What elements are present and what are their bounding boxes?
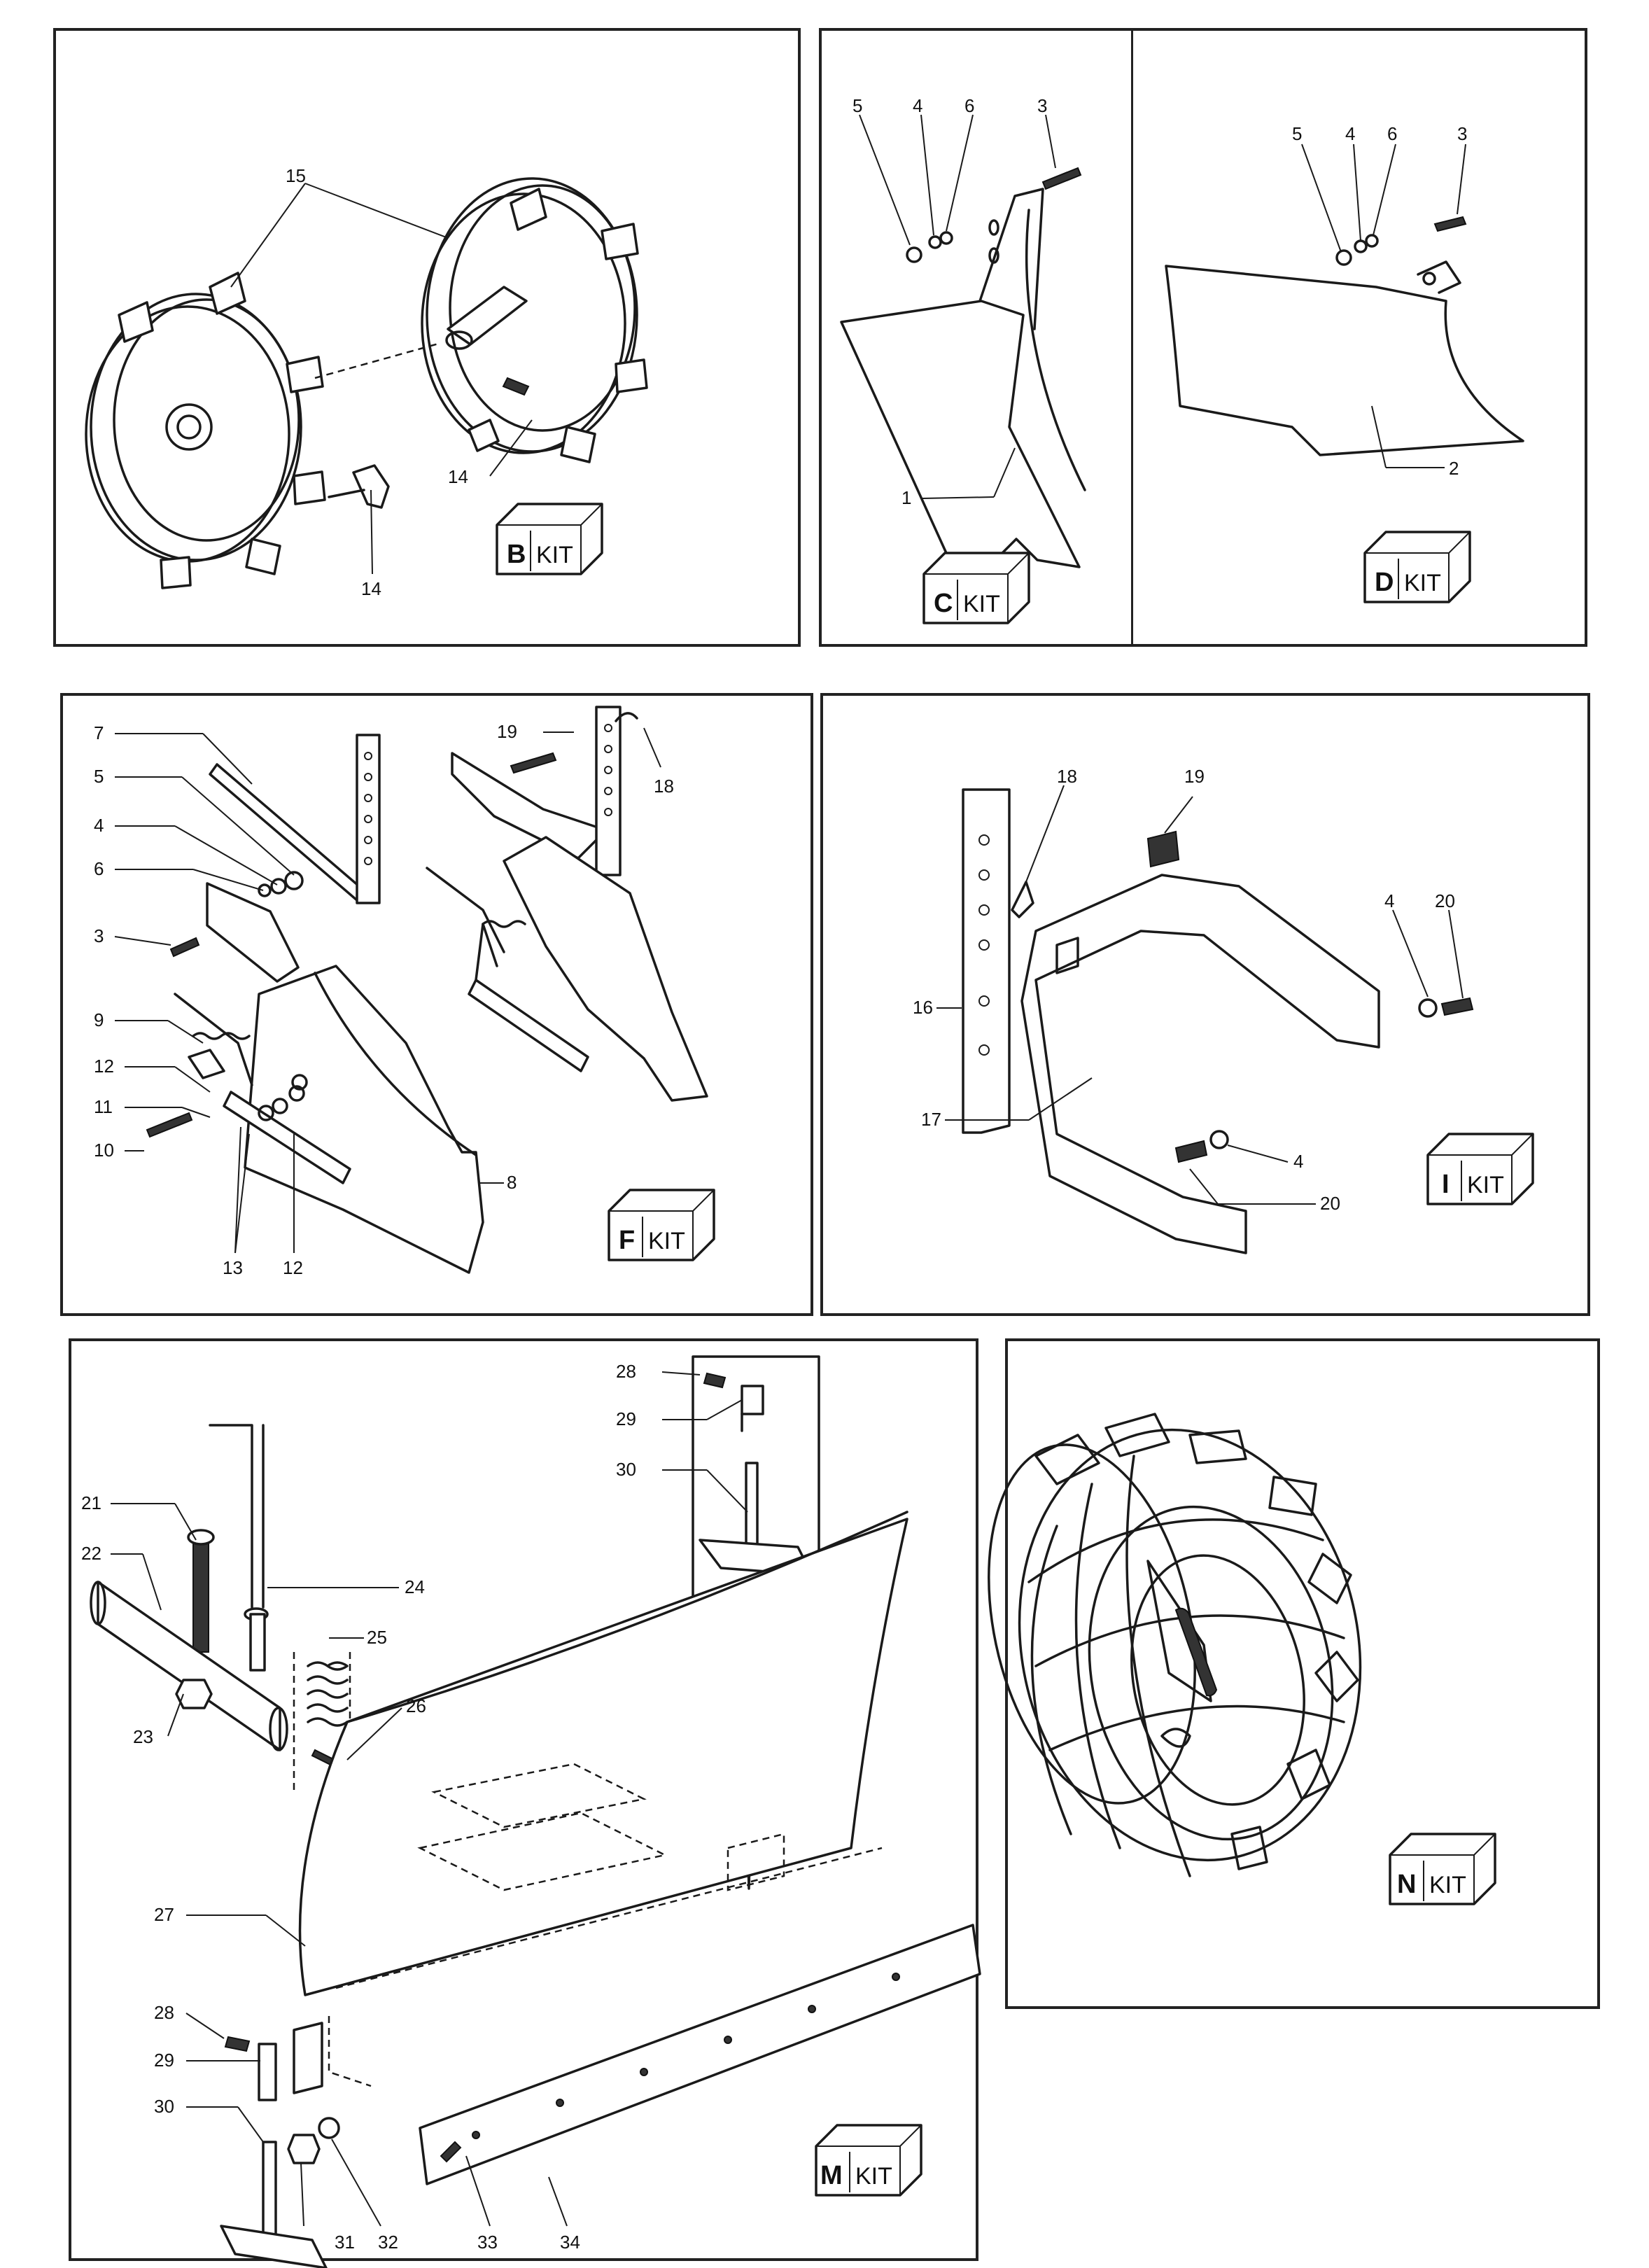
m-callout-28-bottom: 28 [154,2002,174,2023]
f-callout-7: 7 [94,722,104,743]
m-callout-26: 26 [406,1695,426,1716]
m-callout-22: 22 [81,1543,101,1564]
m-callout-32: 32 [378,2232,398,2253]
m-callout-21: 21 [81,1492,101,1513]
svg-text:KIT: KIT [1467,1172,1504,1198]
i-callout-4-bottom: 4 [1293,1151,1303,1172]
d-callout-6: 6 [1387,123,1397,144]
m-callout-29-top: 29 [616,1408,636,1429]
panel-c-d-divider [1131,28,1133,647]
d-callout-4: 4 [1345,123,1355,144]
m-pivot-assembly [90,1424,351,1792]
f-callout-11: 11 [94,1096,113,1117]
m-callout-23: 23 [133,1726,153,1747]
svg-text:KIT: KIT [855,2163,892,2190]
m-callout-25: 25 [367,1627,387,1648]
f-callout-4: 4 [94,815,104,836]
svg-text:F: F [619,1226,635,1255]
f-callout-18: 18 [654,776,674,797]
c-kit-box: C KIT [922,552,1030,624]
f-callout-10: 10 [94,1140,114,1161]
f-callout-12-bottom: 12 [283,1257,303,1278]
svg-text:N: N [1397,1870,1416,1899]
b-axis-line [314,342,442,379]
m-callout-33: 33 [477,2232,498,2253]
m-callout-30-top: 30 [616,1459,636,1480]
b-iron-wheel-left [85,272,326,589]
svg-text:KIT: KIT [1429,1872,1466,1898]
svg-text:I: I [1442,1170,1450,1199]
svg-text:KIT: KIT [648,1228,685,1254]
f-callout-8: 8 [507,1172,517,1193]
svg-text:KIT: KIT [963,591,1000,617]
d-kit-box: D KIT [1363,531,1471,603]
i-kit-box: I KIT [1426,1133,1534,1205]
svg-text:KIT: KIT [536,542,573,568]
panel-b-kit [53,28,801,647]
i-callout-4-top: 4 [1384,890,1394,911]
b-lynch-pin-14 [328,464,390,509]
b-callout-14-bottom: 14 [361,578,381,599]
c-plow-body-1 [840,167,1086,582]
f-plow-assembled [426,706,708,1102]
m-callout-28-top: 28 [616,1361,636,1382]
f-callout-6: 6 [94,858,104,879]
i-callout-18: 18 [1057,766,1077,787]
c-callout-3: 3 [1037,95,1047,116]
f-kit-box: F KIT [608,1189,715,1261]
f-callout-9: 9 [94,1009,104,1030]
d-ridger-body-2 [1165,216,1524,456]
f-plow-exploded [146,734,484,1274]
m-blade-27 [293,1511,981,2185]
f-callout-3: 3 [94,925,104,946]
svg-text:C: C [934,589,953,618]
b-iron-wheel-right [421,177,648,463]
m-callout-29-bottom: 29 [154,2050,174,2071]
d-callout-5: 5 [1292,123,1302,144]
i-callout-20-bottom: 20 [1320,1193,1340,1214]
m-callout-27: 27 [154,1904,174,1925]
i-callout-17: 17 [921,1109,941,1130]
i-callout-19: 19 [1184,766,1205,787]
m-callout-24: 24 [405,1576,425,1597]
c-callout-6: 6 [964,95,974,116]
f-callout-5: 5 [94,766,104,787]
c-callout-4: 4 [913,95,922,116]
i-callout-16: 16 [913,997,933,1018]
d-callout-2: 2 [1449,458,1459,479]
m-callout-31: 31 [335,2232,355,2253]
f-callout-19: 19 [497,721,517,742]
b-callout-14-right: 14 [448,466,468,487]
f-callout-12-top: 12 [94,1056,114,1077]
i-callout-20-top: 20 [1435,890,1455,911]
m-kit-box: M KIT [815,2124,922,2197]
b-callout-15: 15 [286,165,306,186]
m-lower-stand [220,2036,340,2268]
i-hitch-frame [962,788,1474,1254]
f-callout-13: 13 [223,1257,243,1278]
b-kit-box: B KIT [496,503,603,575]
c-callout-5: 5 [852,95,862,116]
svg-text:M: M [820,2161,843,2190]
svg-text:KIT: KIT [1404,570,1441,596]
svg-text:B: B [507,540,526,569]
d-callout-3: 3 [1457,123,1467,144]
svg-text:D: D [1375,568,1394,597]
m-callout-34: 34 [560,2232,580,2253]
n-tire-with-chains [988,1413,1362,1877]
c-callout-1: 1 [901,487,911,508]
n-kit-box: N KIT [1389,1833,1496,1905]
m-callout-30-bottom: 30 [154,2096,174,2117]
